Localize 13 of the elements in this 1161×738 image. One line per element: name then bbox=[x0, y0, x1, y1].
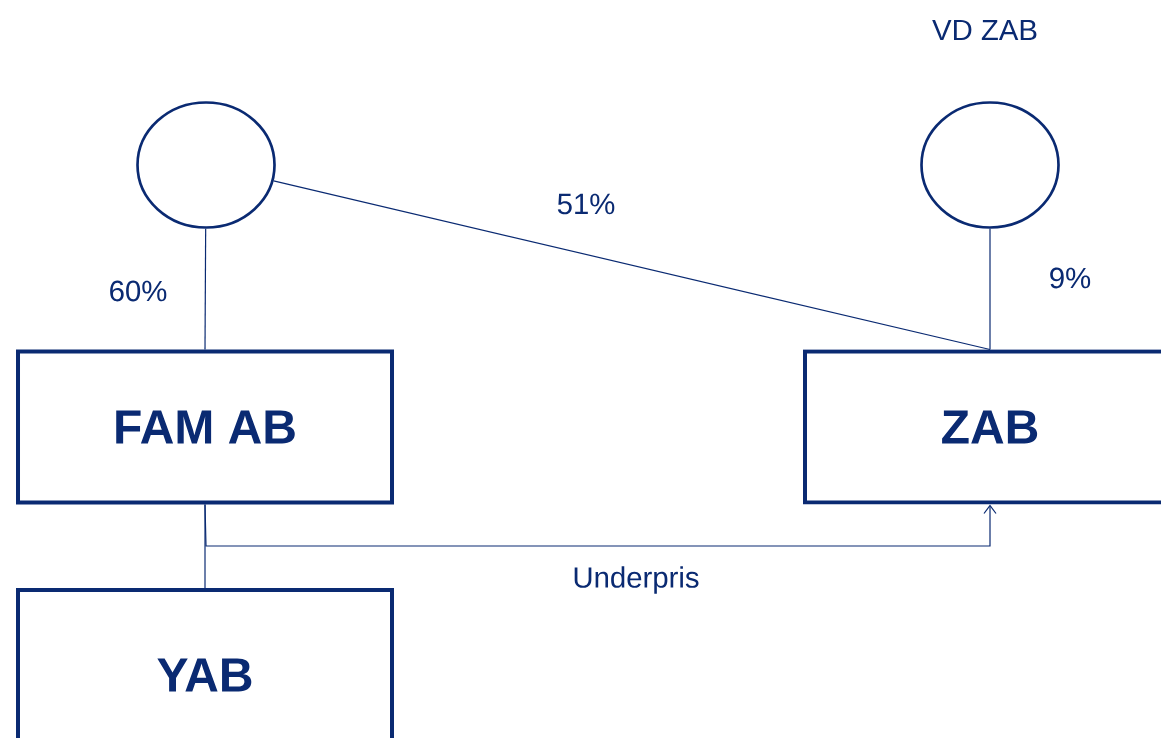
edge-label: Underpris bbox=[574, 566, 699, 594]
company-box: ZAB bbox=[803, 349, 1161, 505]
edge-label: 9% bbox=[1050, 267, 1091, 289]
company-box: YAB bbox=[16, 588, 394, 738]
connector-line bbox=[204, 228, 207, 351]
connector-line bbox=[204, 503, 997, 547]
circle-heading: VD ZAB bbox=[932, 19, 1037, 41]
edge-label: 60% bbox=[110, 280, 167, 302]
company-box: FAM AB bbox=[16, 349, 394, 505]
circle bbox=[136, 101, 276, 229]
connector-line bbox=[273, 180, 991, 351]
edge-label: 51% bbox=[557, 193, 615, 215]
connector-line bbox=[989, 228, 991, 351]
